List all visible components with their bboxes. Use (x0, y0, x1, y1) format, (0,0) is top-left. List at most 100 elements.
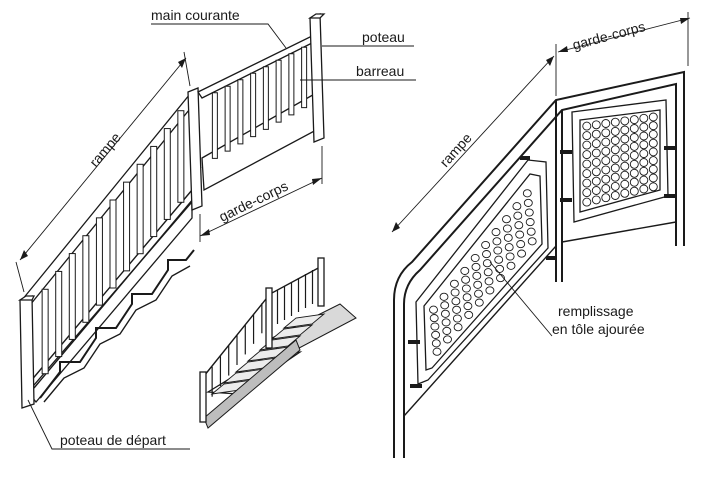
clip-7 (520, 156, 530, 160)
hole (639, 166, 649, 176)
hole (591, 186, 601, 195)
hole (463, 302, 473, 311)
left-garde-corps-balusters (211, 46, 308, 159)
hole (610, 136, 620, 145)
hole (503, 233, 513, 242)
hole (513, 211, 523, 220)
hole (591, 148, 601, 158)
hole (491, 228, 501, 237)
left-rampe-balusters (41, 110, 185, 375)
hole (629, 150, 639, 160)
hole (485, 286, 495, 295)
hole (442, 326, 452, 335)
main-courante-label: main courante (151, 7, 240, 23)
baluster (288, 53, 295, 116)
hole (648, 182, 658, 192)
baluster (237, 79, 244, 145)
hole (440, 301, 450, 310)
baluster (301, 46, 308, 109)
clip-1 (560, 150, 572, 154)
hole (620, 116, 630, 126)
hole (648, 147, 658, 157)
hole (620, 134, 630, 144)
hole (601, 128, 611, 138)
hole (443, 335, 452, 344)
hole (620, 179, 630, 189)
poteau-de-depart-label: poteau de départ (60, 432, 166, 448)
hole (610, 191, 620, 200)
right-frame-outer (393, 70, 685, 458)
hole (639, 158, 649, 167)
hole (504, 243, 514, 252)
small-stair-start-post (199, 371, 207, 423)
clip-5 (408, 340, 420, 344)
hole (648, 156, 658, 166)
hole (629, 115, 639, 125)
hole (620, 152, 630, 162)
hole (440, 309, 450, 318)
hole (473, 280, 483, 289)
garde-corps-left-dimension-line (199, 177, 323, 237)
hole (639, 175, 649, 185)
hole (502, 224, 512, 233)
rampe-left-dimension-line (19, 57, 187, 261)
hole (639, 131, 649, 141)
hole (648, 112, 658, 122)
hole (648, 173, 658, 183)
right-frame-inner (403, 82, 677, 458)
remplissage-callout: remplissage en tôle ajourée (489, 261, 645, 337)
hole (462, 293, 472, 302)
hole (601, 165, 611, 175)
hole (431, 330, 441, 339)
hole (522, 189, 532, 198)
hole (601, 146, 611, 156)
left-garde-corps-handrail (197, 35, 320, 99)
hole (512, 202, 522, 211)
baluster (224, 85, 231, 152)
hole (591, 195, 601, 205)
hole (453, 323, 463, 332)
rampe-right-arrow-start (392, 222, 400, 232)
hole (582, 188, 592, 198)
hole (582, 178, 592, 188)
small-stair-stringer (203, 339, 301, 429)
hole (484, 277, 494, 286)
hole (601, 119, 611, 128)
hole (492, 237, 502, 246)
hole (639, 122, 649, 132)
step (282, 313, 326, 329)
hole (582, 197, 592, 207)
hole (639, 149, 649, 159)
hole (629, 141, 639, 151)
hole (494, 255, 504, 264)
baluster (82, 235, 90, 323)
garde-corps-left-arrow-end (312, 178, 322, 185)
hole (591, 176, 601, 186)
hole (648, 164, 658, 174)
baluster (262, 66, 269, 130)
hole (582, 140, 592, 150)
hole (610, 117, 620, 127)
right-gc-panel-holes (582, 112, 658, 207)
remplissage-label-line2: en tôle ajourée (552, 321, 645, 337)
poteau-de-depart-leader (27, 399, 190, 450)
hole (450, 288, 460, 297)
clip-4 (664, 194, 676, 198)
small-stair-steps (210, 313, 326, 395)
hole (620, 125, 630, 135)
clip-2 (560, 198, 572, 202)
baluster (275, 59, 282, 123)
baluster (41, 288, 49, 375)
hole (610, 154, 620, 164)
poteau-top-cap (307, 13, 326, 19)
hole (482, 250, 491, 259)
hole (524, 208, 534, 217)
barreau-label: barreau (356, 63, 404, 79)
hole (648, 129, 658, 139)
hole (449, 279, 459, 288)
baluster (136, 163, 144, 255)
garde-corps-right-label: garde-corps (571, 18, 647, 53)
hole (601, 156, 611, 166)
small-stair-mid-post (265, 287, 273, 349)
hole (460, 266, 470, 275)
